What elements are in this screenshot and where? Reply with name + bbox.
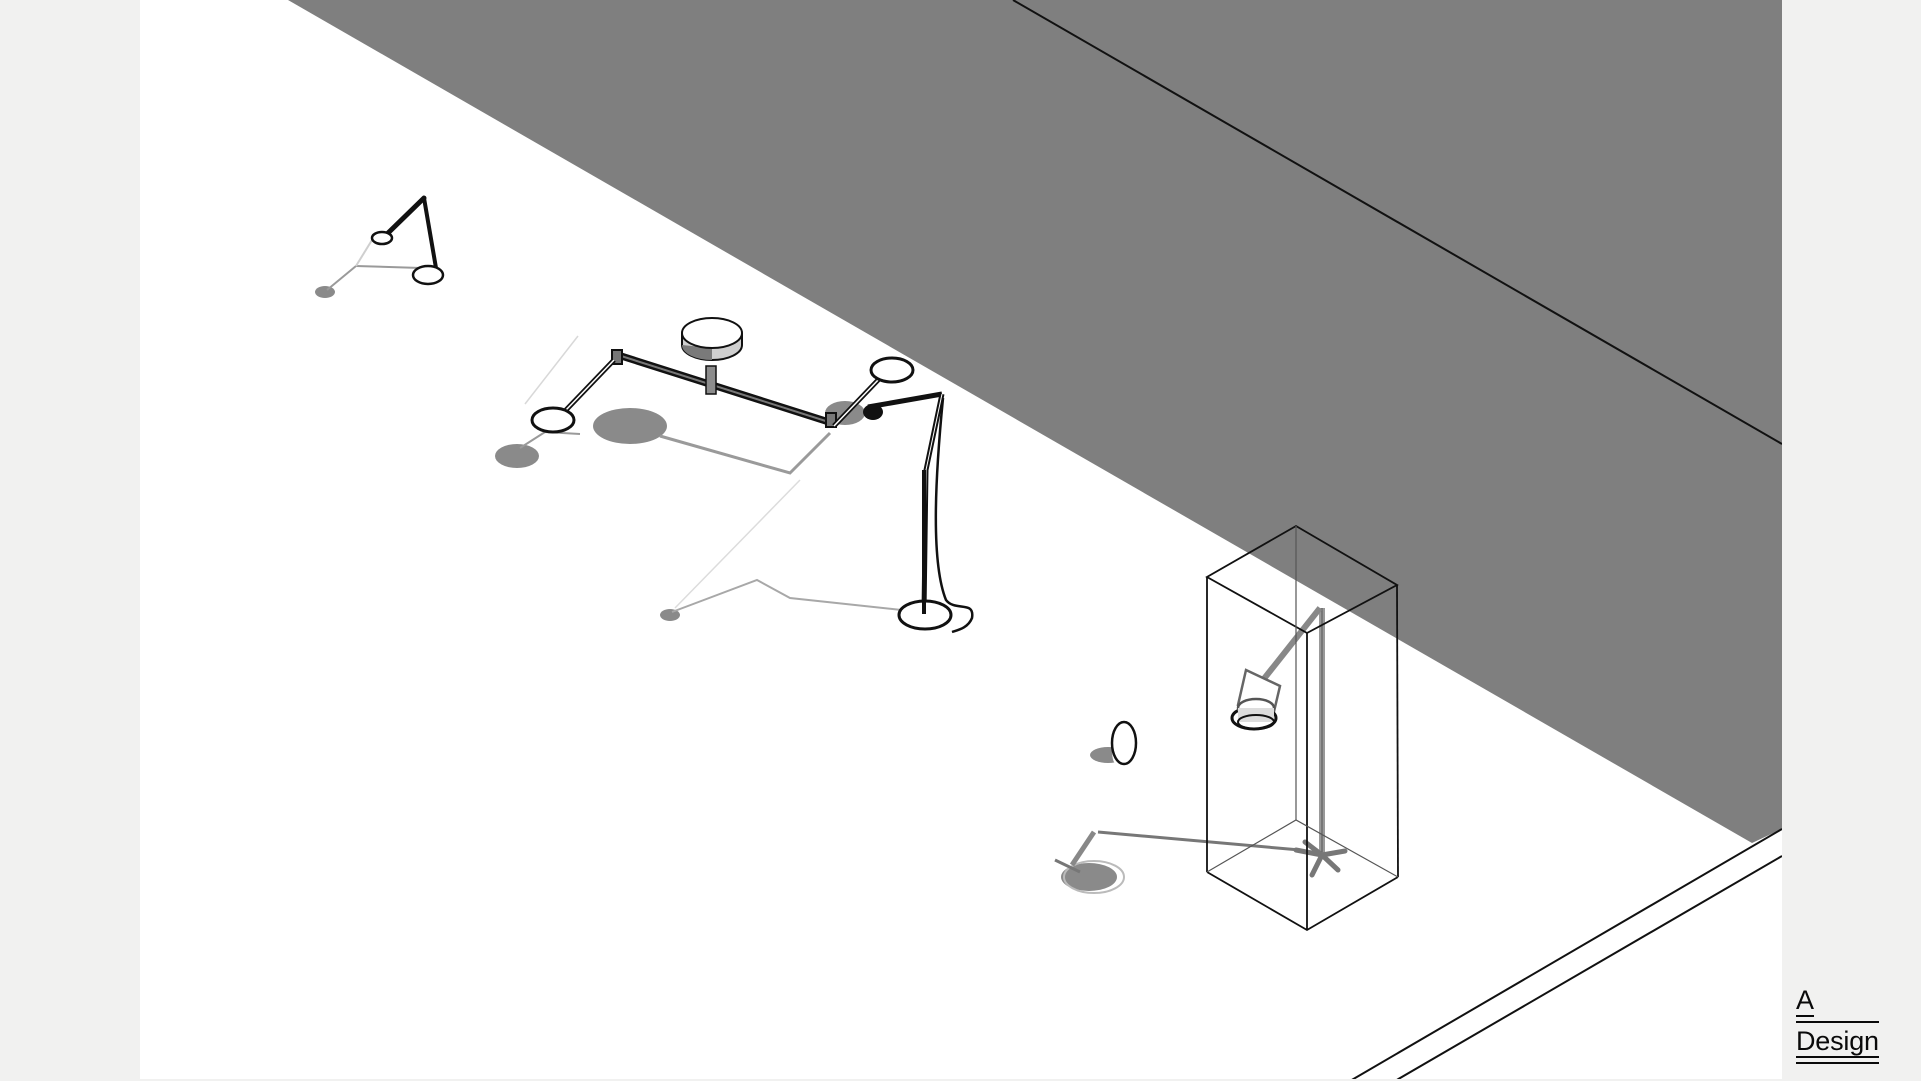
egg-lamp xyxy=(1090,714,1138,766)
suspension-lamp xyxy=(495,317,915,475)
spot-lamp-shadow xyxy=(1054,830,1301,894)
desk-lamp-small xyxy=(315,195,445,298)
isometric-scene xyxy=(288,0,1782,1079)
wall-line xyxy=(1012,0,1782,445)
wall xyxy=(288,0,1782,843)
floor-edge-line-2 xyxy=(1396,855,1782,1079)
logo-line-2: Design xyxy=(1796,1026,1879,1058)
floor-lamp-arc xyxy=(660,391,974,634)
floor-edge-line-1 xyxy=(1351,828,1782,1079)
logo-line-1: A xyxy=(1796,985,1814,1017)
logo-line-1-wrap: A xyxy=(1796,986,1879,1023)
spot-lamp-box xyxy=(1205,524,1399,932)
brand-logo-link[interactable]: A Design xyxy=(1796,986,1879,1068)
render-viewport xyxy=(140,0,1782,1079)
logo-line-2-wrap: Design xyxy=(1796,1027,1879,1064)
